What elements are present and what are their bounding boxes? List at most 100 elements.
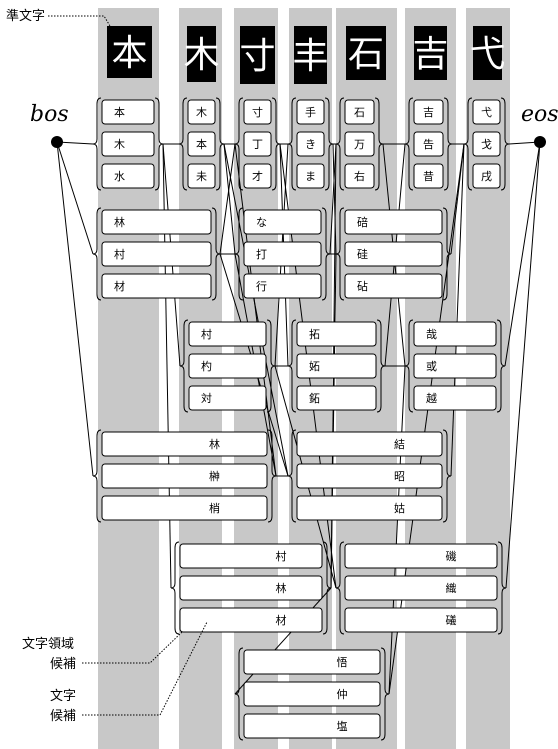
quasi-char-image-4: 丰: [292, 26, 328, 84]
candidate-char: ま: [305, 170, 316, 183]
candidate-box: [102, 100, 154, 124]
char-candidate-label-line2: 候補: [50, 709, 76, 724]
quasi-char-image-7: 弋: [469, 26, 505, 80]
candidate-char: 仲: [337, 687, 348, 701]
candidate-char: 織: [446, 582, 457, 595]
lattice-edge: [506, 142, 540, 588]
candidate-char: 姑: [394, 502, 405, 515]
candidate-char: き: [305, 138, 316, 151]
candidate-char: 林: [114, 215, 125, 229]
candidate-char: 戌: [481, 170, 492, 183]
candidate-char: 碚: [357, 215, 368, 229]
candidate-char: 吉: [423, 106, 434, 119]
candidate-box: [180, 576, 322, 600]
glyph-image: 弋: [469, 34, 505, 75]
candidate-char: 昔: [423, 170, 434, 183]
candidate-char: 弋: [481, 106, 492, 119]
lattice-edge: [57, 142, 93, 254]
candidate-char: 木: [114, 138, 125, 151]
quasi-char-image-6: 吉: [412, 26, 448, 80]
candidate-group-8: 林村材: [93, 208, 220, 300]
candidate-box: [102, 432, 267, 456]
candidate-char: 村: [276, 549, 287, 563]
quasi-char-image-3: 寸: [239, 26, 275, 84]
candidate-char: 悟: [337, 655, 348, 669]
quasi-char-image-2: 木: [183, 26, 219, 82]
candidate-char: 打: [256, 247, 267, 261]
quasi-char-images: 本木寸丰石吉弋: [107, 26, 506, 84]
lattice-edge: [505, 142, 540, 366]
candidate-group-18: 悟仲塩: [235, 648, 389, 740]
candidate-group-9: な打行: [235, 208, 330, 300]
candidate-char: 右: [354, 169, 365, 183]
candidate-box: [180, 608, 322, 632]
candidate-char: 村: [114, 247, 125, 261]
candidate-box: [345, 544, 497, 568]
eos-label: eos: [521, 102, 558, 127]
candidate-char: 本: [114, 105, 125, 119]
candidate-box: [345, 576, 497, 600]
candidate-char: 手: [305, 105, 316, 119]
candidate-char: 磯: [446, 550, 457, 563]
candidate-char: 木: [196, 106, 207, 119]
candidate-char: 結: [394, 437, 405, 451]
candidate-char: 梢: [209, 501, 220, 515]
glyph-image: 木: [183, 35, 219, 76]
candidate-box: [297, 496, 442, 520]
candidate-char: 鉐: [309, 392, 320, 405]
glyph-image: 本: [111, 33, 147, 74]
quasi-char-image-1: 本: [107, 26, 152, 78]
group-bracket: [171, 542, 179, 634]
candidate-char: 本: [196, 137, 207, 151]
candidate-box: [244, 650, 380, 674]
candidate-char: な: [256, 216, 267, 229]
candidate-group-10: 碚硅砧: [336, 208, 451, 300]
candidate-char: 拓: [309, 327, 320, 341]
candidate-group-14: 林榊梢: [93, 430, 276, 522]
glyph-image: 丰: [292, 36, 328, 77]
candidate-char: 塩: [337, 719, 348, 733]
eos-node: [534, 136, 546, 148]
candidate-char: 材: [276, 613, 287, 627]
candidate-group-13: 哉或越: [405, 320, 505, 412]
candidate-group-16: 村林材: [171, 542, 331, 634]
candidate-char: 丁: [252, 138, 263, 151]
glyph-image: 吉: [412, 34, 448, 75]
candidate-char: 昭: [394, 470, 405, 483]
candidate-char: 未: [196, 170, 207, 183]
candidate-box: [297, 432, 442, 456]
candidate-char: 寸: [252, 105, 263, 119]
candidate-group-1: 本木水: [93, 98, 163, 190]
candidate-char: 或: [426, 360, 437, 373]
candidate-group-12: 拓妬鉐: [288, 320, 385, 412]
candidate-char: 万: [354, 138, 365, 151]
bos-label: bos: [30, 102, 69, 127]
glyph-image: 寸: [239, 36, 275, 77]
candidate-char: 才: [252, 169, 263, 183]
lattice-edge: [57, 142, 93, 476]
bos-node: [51, 136, 63, 148]
candidate-char: 林: [209, 437, 220, 451]
candidate-box: [297, 464, 442, 488]
quasi-char-image-5: 石: [346, 26, 386, 80]
candidate-char: 砧: [357, 279, 368, 293]
candidate-box: [102, 164, 154, 188]
candidate-box: [345, 608, 497, 632]
candidate-char: 材: [114, 279, 125, 293]
candidate-char: 杓: [201, 359, 212, 373]
candidate-char: 榊: [209, 469, 220, 483]
candidate-char: 対: [201, 391, 212, 405]
char-candidate-label-line1: 文字: [50, 689, 76, 704]
candidate-char: 硅: [357, 248, 368, 261]
candidate-box: [244, 714, 380, 738]
candidate-char: 村: [201, 327, 212, 341]
candidate-char: 告: [423, 138, 434, 151]
candidate-char: 林: [276, 581, 287, 595]
candidate-box: [244, 682, 380, 706]
candidate-char: 行: [256, 280, 267, 293]
candidate-char: 水: [114, 170, 125, 183]
candidate-box: [102, 132, 154, 156]
candidate-char: 石: [354, 106, 365, 119]
candidate-char: 哉: [426, 327, 437, 341]
